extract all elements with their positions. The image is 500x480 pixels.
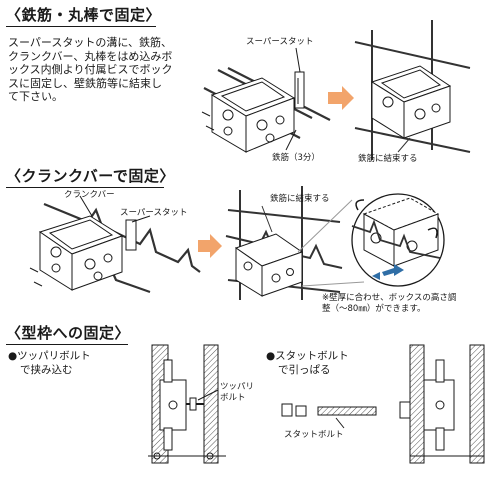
rebar-fixing-diagram: [201, 47, 331, 153]
label-tie-1: 鉄筋に結束する: [358, 154, 418, 164]
label-tsuppari-bolt: ツッパリ ボルト: [220, 382, 254, 404]
method-tsuppari: ●ツッパリボルト で挟み込む: [8, 350, 91, 377]
super-stud-2: [125, 219, 137, 251]
label-tie-2: 鉄筋に結束する: [270, 194, 330, 204]
formwork-stud-bolt-diagram: [281, 344, 485, 464]
label-stud-2: スーパースタット: [120, 208, 188, 218]
part-label-line: ツッパリ: [220, 382, 255, 392]
method-line: で挟み込む: [20, 363, 73, 376]
label-crankbar: クランクバー: [64, 190, 115, 200]
super-stud-1: [294, 71, 305, 109]
section-title-formwork: 〈型枠への固定〉: [6, 322, 130, 345]
section-title-rebar: 〈鉄筋・丸棒で固定〉: [6, 4, 161, 27]
label-stud-1: スーパースタット: [246, 37, 314, 47]
label-rebar-3bu: 鉄筋（3分）: [272, 153, 320, 163]
step-arrow-1: [328, 86, 354, 110]
rebar-description: スーパースタットの溝に、鉄筋、 クランクバー、丸棒をはめ込みボ ックス内側より付…: [8, 36, 172, 104]
method-line: ツッパリボルト: [17, 350, 91, 362]
bullet: ●: [266, 350, 276, 362]
description-line: クランクバー、丸棒をはめ込みボ: [8, 49, 173, 63]
method-line: で引っぱる: [278, 363, 331, 376]
outlet-box-2: [38, 215, 124, 291]
bullet: ●: [8, 350, 18, 362]
crankbar-installed-diagram: [225, 186, 343, 300]
screws-2: [29, 267, 43, 287]
section-title-crankbar: 〈クランクバーで固定〉: [6, 165, 174, 188]
description-line: スーパースタットの溝に、鉄筋、: [8, 36, 173, 49]
adjust-arrow: [382, 264, 404, 276]
label-stud-bolt: スタットボルト: [284, 430, 344, 440]
step-arrow-2: [198, 234, 222, 258]
height-adjust-note: ※壁厚に合わせ、ボックスの高さ調 整（～80㎜）ができます。: [322, 293, 456, 315]
note-line: ※壁厚に合わせ、ボックスの高さ調: [322, 293, 457, 303]
height-adjust-detail: [297, 193, 445, 287]
outlet-box-1: [210, 77, 296, 153]
description-line: スに固定し、壁鉄筋等に結束し: [8, 76, 162, 90]
part-label-line: ボルト: [220, 393, 246, 403]
crank-bar: [43, 202, 201, 273]
description-line: て下さい。: [8, 90, 63, 103]
note-line: 整（～80㎜）ができます。: [322, 304, 426, 314]
method-stud-bolt: ●スタットボルト で引っぱる: [266, 350, 349, 377]
crankbar-diagram: [29, 195, 201, 294]
formwork-bolt-diagram: [148, 344, 226, 464]
method-line: スタットボルト: [275, 350, 349, 362]
rebar-tied-diagram: [354, 20, 471, 160]
description-line: ックス内側より付属ビスでボック: [8, 63, 173, 76]
screws-1: [201, 111, 215, 131]
